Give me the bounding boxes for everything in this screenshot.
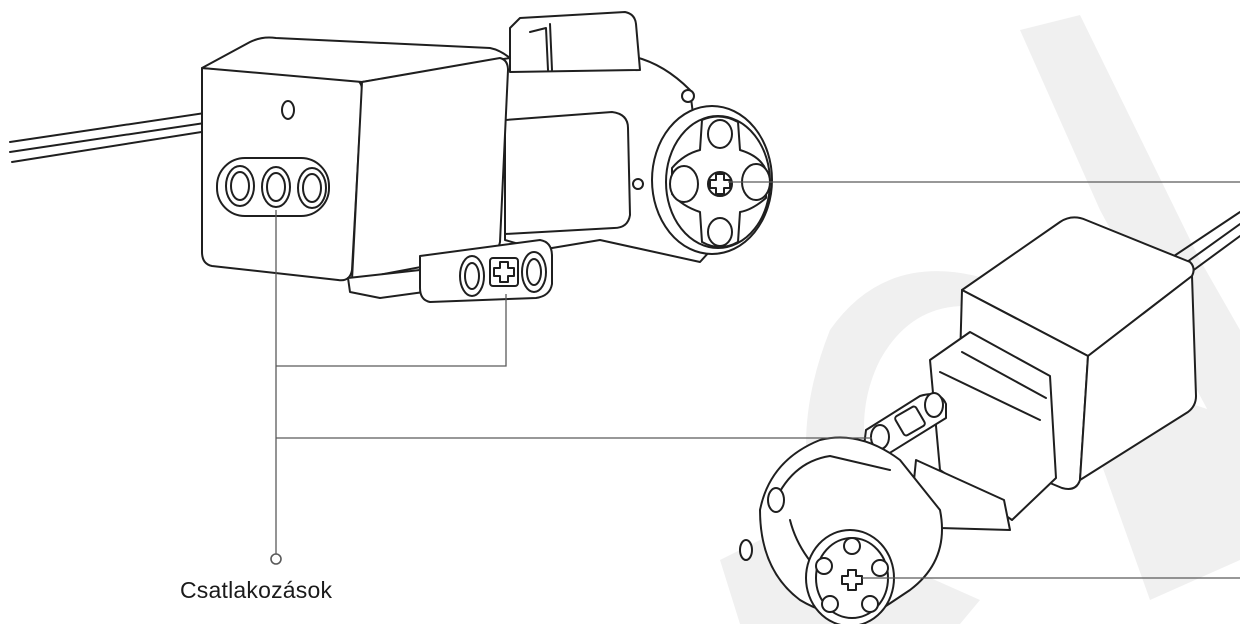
bottom-cube-top — [961, 216, 1195, 357]
leader-top-bottom-connector — [276, 294, 507, 367]
connections-label: Csatlakozások — [180, 577, 333, 603]
motor-bottom-illustration — [739, 211, 1240, 624]
motor-top-illustration — [9, 11, 773, 303]
bottom-output-hub — [805, 529, 895, 624]
top-bottom-connector — [459, 251, 547, 297]
bottom-connector-beam — [863, 392, 947, 457]
top-cube-top — [201, 36, 511, 83]
top-connector-beam — [216, 157, 330, 217]
top-output-hub — [651, 105, 773, 255]
bottom-cube-side — [1079, 275, 1197, 481]
connector-dot-icon — [270, 553, 282, 565]
top-bottom-beam — [419, 239, 553, 303]
top-bottom-plate — [347, 269, 425, 299]
top-arm-slot — [504, 111, 631, 235]
top-arm-tab — [509, 11, 641, 73]
leader-lines — [275, 181, 1240, 579]
